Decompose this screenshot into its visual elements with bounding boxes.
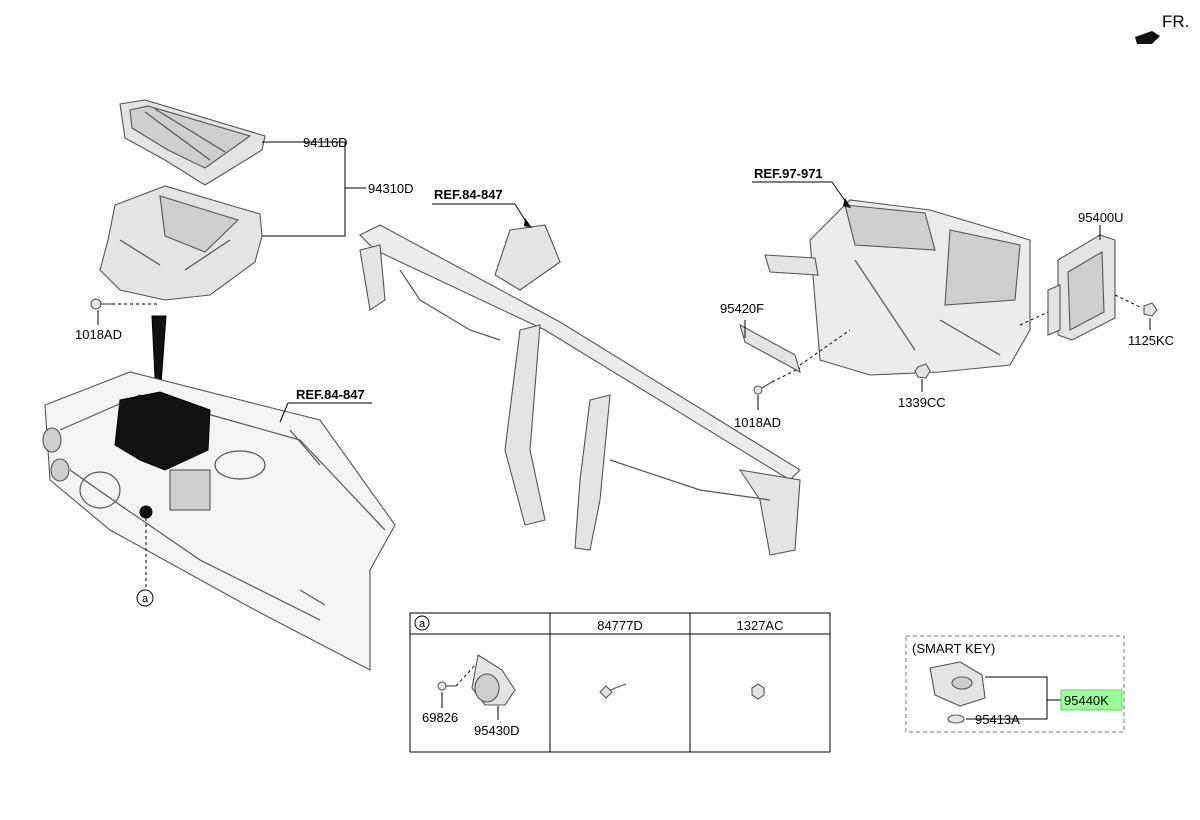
label-95413a: 95413A <box>975 712 1020 727</box>
label-69826: 69826 <box>422 710 458 725</box>
smart-key-title: (SMART KEY) <box>912 641 995 656</box>
callout-a[interactable]: a <box>136 589 154 607</box>
switch-95430d[interactable] <box>471 654 516 706</box>
label-95400u: 95400U <box>1078 210 1124 225</box>
screw-84777d[interactable] <box>599 683 627 699</box>
table-col-84777d: 84777D <box>597 618 643 633</box>
nut-1339cc[interactable] <box>914 363 931 379</box>
label-1018ad-left: 1018AD <box>75 327 122 342</box>
nut-1327ac[interactable] <box>751 683 765 700</box>
label-94116d: 94116D <box>303 135 348 150</box>
dashboard-panel <box>42 371 396 671</box>
screw-1018ad-left[interactable] <box>90 298 112 310</box>
label-1339cc: 1339CC <box>898 395 946 410</box>
screw-1018ad-mid[interactable] <box>753 381 773 395</box>
hvac-module <box>764 199 1031 376</box>
table-col-a: a <box>419 618 426 630</box>
cluster-silhouette <box>114 391 211 471</box>
label-95440k: 95440K <box>1064 693 1109 708</box>
ref-dashboard: REF.84-847 <box>296 387 365 402</box>
label-95420f: 95420F <box>720 301 764 316</box>
callout-a-label: a <box>142 593 149 605</box>
label-1125kc: 1125KC <box>1128 333 1174 348</box>
bolt-1125kc[interactable] <box>1143 302 1158 317</box>
label-95430d: 95430D <box>474 723 520 738</box>
ref-hvac: REF.97-971 <box>754 166 823 181</box>
table-col-1327ac: 1327AC <box>737 618 784 633</box>
front-direction-indicator: FR. <box>1135 12 1189 44</box>
cluster-housing-94116d[interactable] <box>119 99 266 186</box>
front-arrow-icon <box>1135 31 1160 44</box>
battery-95413a[interactable] <box>947 714 965 724</box>
smart-key-group: (SMART KEY) 95440K 95413A <box>905 635 1125 733</box>
table-callout-a <box>414 615 430 631</box>
screw-69826[interactable] <box>437 681 456 691</box>
front-label: FR. <box>1162 12 1189 31</box>
detail-table: a 84777D 1327AC 69826 95430D <box>409 612 831 753</box>
smart-key-fob[interactable] <box>929 661 986 707</box>
control-module-95400u[interactable] <box>1047 234 1116 341</box>
cluster-assembly-94310d[interactable] <box>99 185 263 301</box>
label-94310d: 94310D <box>368 181 414 196</box>
label-1018ad-mid: 1018AD <box>734 415 781 430</box>
highlight-95440k <box>1060 689 1123 711</box>
cowl-crossmember <box>359 224 801 556</box>
ref-crossmember: REF.84-847 <box>434 187 503 202</box>
bracket-95420f[interactable] <box>739 323 801 374</box>
switch-location-dot <box>139 505 153 519</box>
